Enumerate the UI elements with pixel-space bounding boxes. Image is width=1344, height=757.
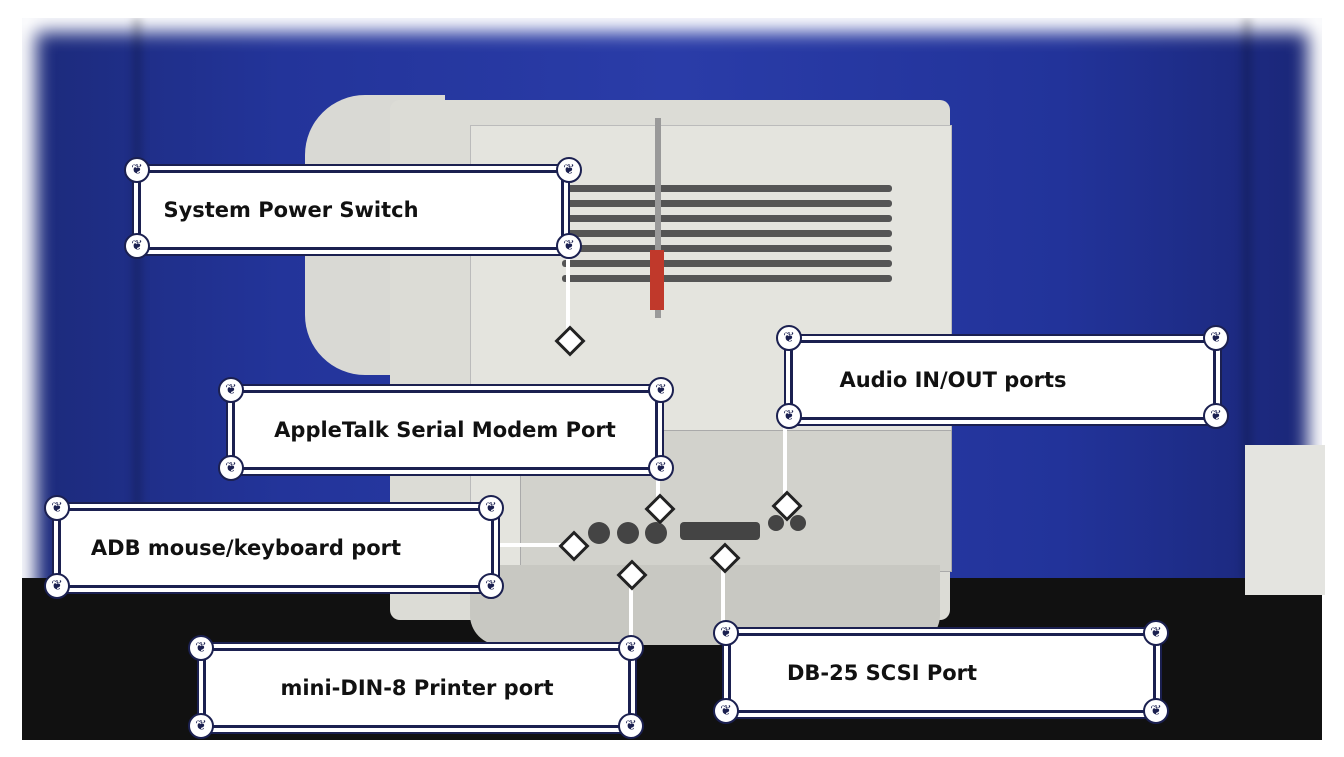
ornament-icon: ❦: [1203, 325, 1229, 351]
label-printer-port: mini-DIN-8 Printer port: [203, 648, 631, 728]
ornament-icon: ❦: [713, 620, 739, 646]
label-text: AppleTalk Serial Modem Port: [274, 418, 616, 442]
audio-plug: [650, 250, 664, 310]
label-power-switch: System Power Switch: [138, 170, 564, 250]
ornament-icon: ❦: [478, 573, 504, 599]
vent: [562, 200, 892, 207]
connector-line: [721, 565, 725, 630]
ornament-icon: ❦: [478, 495, 504, 521]
ornament-icon: ❦: [218, 377, 244, 403]
ornament-icon: ❦: [44, 573, 70, 599]
ornament-icon: ❦: [188, 713, 214, 739]
curtain-fold: [132, 18, 142, 578]
ornament-icon: ❦: [556, 157, 582, 183]
modem-port-hw: [645, 522, 667, 544]
ornament-icon: ❦: [648, 455, 674, 481]
label-adb-port: ADB mouse/keyboard port: [58, 508, 494, 588]
vent: [562, 260, 892, 267]
ornament-icon: ❦: [44, 495, 70, 521]
ornament-icon: ❦: [1143, 698, 1169, 724]
ornament-icon: ❦: [124, 157, 150, 183]
label-text: ADB mouse/keyboard port: [90, 536, 402, 560]
connector-line: [566, 250, 570, 338]
ornament-icon: ❦: [713, 698, 739, 724]
label-text: mini-DIN-8 Printer port: [280, 676, 554, 700]
label-text: DB-25 SCSI Port: [786, 661, 978, 685]
vent: [562, 275, 892, 282]
connector-line: [629, 580, 633, 645]
curtain-fold: [1242, 18, 1252, 578]
label-scsi-port: DB-25 SCSI Port: [728, 633, 1156, 713]
ornament-icon: ❦: [618, 713, 644, 739]
connector-line: [783, 420, 787, 500]
computer-base: [470, 565, 940, 645]
connector-line: [656, 470, 660, 500]
vent: [562, 230, 892, 237]
ornament-icon: ❦: [776, 325, 802, 351]
vent: [562, 215, 892, 222]
label-audio-ports: Audio IN/OUT ports: [790, 340, 1216, 420]
ornament-icon: ❦: [188, 635, 214, 661]
ornament-icon: ❦: [556, 233, 582, 259]
adb-port: [588, 522, 610, 544]
audio-out-jack: [790, 515, 806, 531]
ornament-icon: ❦: [1143, 620, 1169, 646]
label-text: System Power Switch: [163, 198, 419, 222]
connector-line: [500, 543, 565, 547]
ornament-icon: ❦: [124, 233, 150, 259]
ornament-icon: ❦: [776, 403, 802, 429]
ornament-icon: ❦: [618, 635, 644, 661]
label-appletalk-port: AppleTalk Serial Modem Port: [232, 390, 658, 470]
ornament-icon: ❦: [648, 377, 674, 403]
vent: [562, 185, 892, 192]
ornament-icon: ❦: [1203, 403, 1229, 429]
scsi-port-hw: [680, 522, 760, 540]
ornament-icon: ❦: [218, 455, 244, 481]
vent: [562, 245, 892, 252]
external-device: [1245, 445, 1325, 595]
printer-port-hw: [617, 522, 639, 544]
audio-in-jack: [768, 515, 784, 531]
audio-cable: [655, 118, 661, 318]
label-text: Audio IN/OUT ports: [839, 368, 1067, 392]
